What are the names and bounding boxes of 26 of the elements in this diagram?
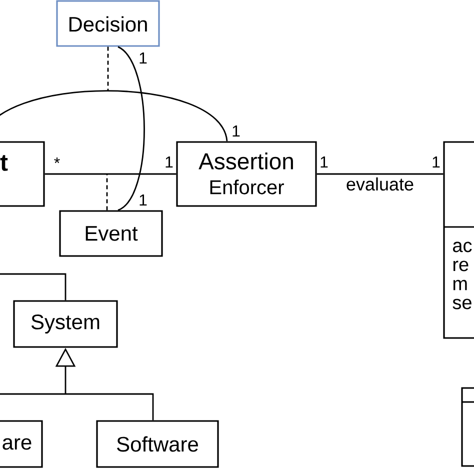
connector-line — [66, 393, 154, 420]
curved-line — [0, 90, 228, 142]
multiplicity-label: 1 — [320, 156, 328, 168]
curved-line — [118, 46, 145, 211]
multiplicity-label: 1 — [232, 126, 240, 136]
class-box: Decision — [56, 0, 160, 47]
edge-label: evaluate — [346, 177, 414, 191]
class-box: are — [0, 420, 43, 468]
class-box: System — [13, 300, 118, 348]
class-box: t — [0, 141, 45, 207]
multiplicity-label: 1 — [166, 156, 173, 168]
class-box — [461, 387, 474, 467]
multiplicity-label: 1 — [140, 52, 147, 64]
multiplicity-label: * — [54, 158, 60, 164]
class-box: ac re m se — [443, 141, 474, 339]
connector-line — [0, 273, 66, 300]
association-line — [316, 173, 444, 175]
class-box: Software — [96, 420, 219, 468]
connector-line — [0, 393, 66, 395]
dashed-line — [106, 174, 108, 210]
class-box: Event — [59, 210, 163, 257]
association-line — [44, 173, 176, 175]
multiplicity-label: 1 — [432, 156, 440, 168]
class-box: Assertion Enforcer — [176, 141, 317, 207]
dashed-line — [107, 46, 109, 91]
multiplicity-label: 1 — [140, 194, 147, 206]
